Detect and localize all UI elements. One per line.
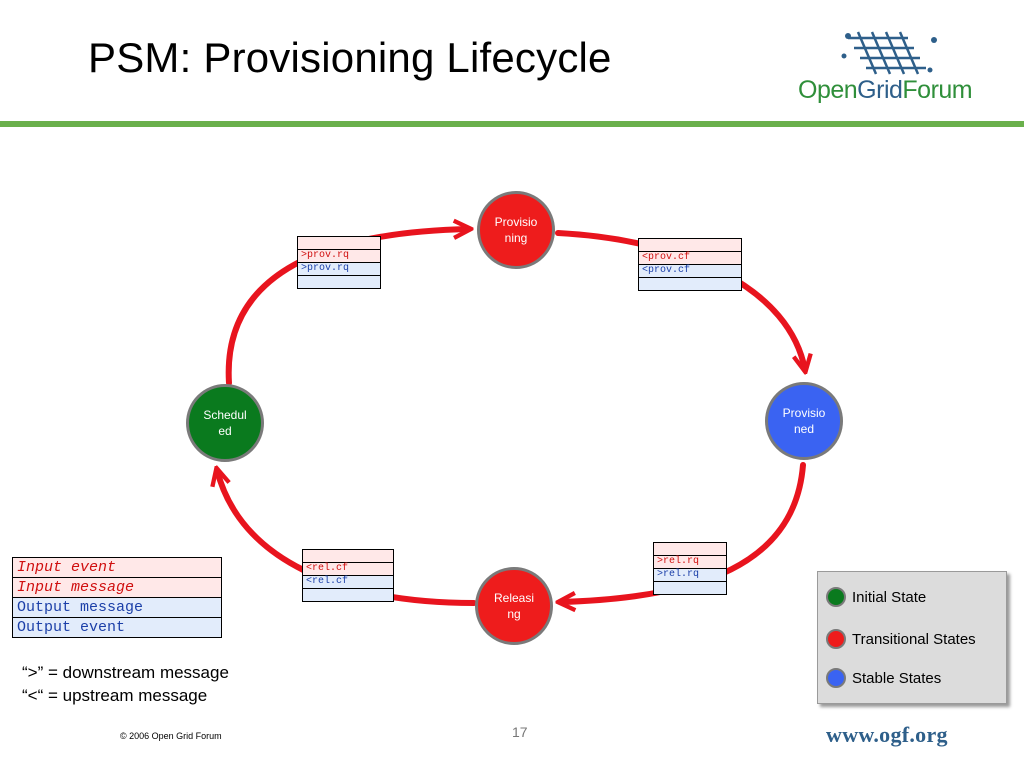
state-scheduled: Scheduled [186,384,264,462]
note-downstream: “>” = downstream message [22,663,229,682]
arrow-provisioned-to-releasing [560,462,806,602]
blue-circle-icon [826,668,846,688]
ogf-logo-icon [841,31,937,75]
event-table-provisioning-provisioned: <prov.cf <prov.cf [638,238,742,291]
page-number: 17 [512,724,528,740]
key-output-message: Output message [12,597,222,618]
event-table-scheduled-provisioning: >prov.rq >prov.rq [297,236,381,289]
legend-stable: Stable States [826,668,941,688]
key-output-event: Output event [12,617,222,638]
page-title: PSM: Provisioning Lifecycle [88,34,612,81]
legend-initial: Initial State [826,587,926,607]
message-direction-notes: “>” = downstream message “<“ = upstream … [22,661,229,707]
event-table-releasing-scheduled: <rel.cf <rel.cf [302,549,394,602]
event-key-table: Input event Input message Output message… [12,557,222,638]
arrow-scheduled-to-provisioning [225,229,469,386]
ogf-logo-text: OpenGridForum [798,76,973,104]
legend-transitional: Transitional States [826,629,976,649]
state-releasing: Releasing [475,567,553,645]
key-input-message: Input message [12,577,222,598]
note-upstream: “<“ = upstream message [22,686,208,705]
red-circle-icon [826,629,846,649]
ogf-url: www.ogf.org [826,722,948,747]
state-provisioned: Provisioned [765,382,843,460]
state-provisioning: Provisioning [477,191,555,269]
event-table-provisioned-releasing: >rel.rq >rel.rq [653,542,727,595]
header-divider [0,121,1024,127]
green-circle-icon [826,587,846,607]
key-input-event: Input event [12,557,222,578]
copyright: © 2006 Open Grid Forum [120,731,222,741]
state-legend: Initial State Transitional States Stable… [817,571,1007,704]
